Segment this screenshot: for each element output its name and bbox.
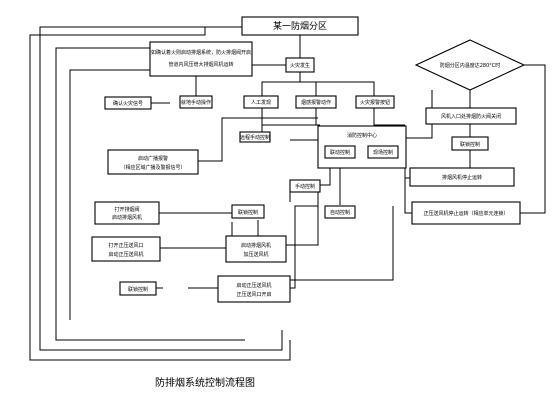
title-box-label: 某一防烟分区 (273, 20, 327, 32)
node-link-control-label: 联动控制 (330, 149, 350, 156)
node-fire-detect (285, 57, 315, 73)
node-auto-control-label: 自动控制 (330, 209, 350, 216)
node-local-manual-label: 就地手动操作 (181, 99, 211, 106)
node-fan-stop-ctrl-label: 联锁控制 (460, 141, 480, 148)
title-box (241, 16, 359, 36)
node-smoke-detector-label: 烟感报警动作 (301, 99, 331, 106)
node-fire-button-label: 火灾报警按钮 (360, 99, 390, 106)
node-zone-broadcast-sub: （相应区域广播及警报信号） (120, 164, 185, 171)
node-fire-detect-label: 火灾发生 (290, 62, 310, 69)
node-confirm-signal (104, 96, 152, 110)
node-fire-button (355, 95, 395, 109)
node-inlet-valve-label: 风机入口处排烟防火阀关闭 (441, 113, 501, 120)
node-pos-fan-label: 正压送风机停止运转（相应单元连锁） (423, 210, 508, 217)
node-start-supply-sub: 正压送风口开启 (236, 291, 271, 298)
node-start-supply (217, 275, 291, 303)
node-fan-stop-ctrl (451, 136, 489, 151)
connector-lines (29, 26, 546, 361)
node-start-exhaust-label: 启动排烟风机 (241, 242, 271, 249)
node-smoke-detector (295, 95, 337, 109)
node-manual-control (289, 179, 321, 193)
node-zone-broadcast (107, 149, 199, 175)
node-start-exhaust (225, 235, 287, 263)
node-inlet-valve (425, 107, 517, 125)
node-top-instr-label: 如确认着火则启动排烟系统，防火排烟阀开启 (151, 49, 251, 56)
node-temp-280 (414, 39, 526, 91)
node-open-smoke-valve-sub: 启动排烟风机 (112, 214, 142, 221)
node-temp-280-label: 防烟分区内温度达280°C时 (440, 62, 501, 69)
node-start-exhaust-sub: 加压送风机 (243, 251, 268, 258)
node-link-control-2 (119, 281, 157, 296)
node-fan-stop-label: 排烟风机停止运转 (442, 174, 482, 181)
node-open-pos-valve-sub: 启动正压送风机 (108, 251, 143, 258)
node-open-pos-valve-label: 打开正压送风口 (108, 242, 143, 249)
diagram-caption: 防排烟系统控制流程图 (155, 376, 255, 389)
node-manual-control-label: 手动控制 (295, 183, 315, 190)
node-pos-fan (411, 201, 521, 225)
node-link-control-2-label: 联锁控制 (128, 286, 148, 293)
node-site-control-label: 现场控制 (373, 149, 393, 156)
node-link-control-3 (231, 204, 265, 219)
node-fan-stop (409, 167, 515, 187)
node-open-smoke-valve (94, 201, 160, 225)
node-linkage-alarm-label: 远程手动控制 (240, 134, 270, 141)
node-open-pos-valve (91, 236, 161, 262)
node-manual-alarm-label: 人工发现 (251, 99, 271, 106)
node-boxes: 某一防烟分区 火灾发生 人工发现 烟感报警动作 火灾报警按钮 就地手动操作 消防… (91, 16, 526, 303)
node-local-manual (179, 95, 213, 109)
node-link-control (324, 145, 356, 159)
node-site-control (367, 145, 399, 159)
node-link-control-3-label: 联锁控制 (238, 209, 258, 216)
node-start-supply-label: 启动正压送风机 (236, 282, 271, 289)
node-manual-alarm (243, 95, 279, 109)
node-confirm-signal-label: 确认火灾信号 (113, 100, 143, 107)
node-open-smoke-valve-label: 打开排烟阀 (114, 206, 139, 213)
node-top-instr (149, 41, 253, 77)
node-auto-control (324, 205, 356, 219)
node-zone-broadcast-label: 启动广播报警 (138, 155, 168, 162)
node-pipe-pressure-label: 管道内风压增大排烟风机运转 (168, 61, 233, 68)
node-fire-center-label: 消防控制中心 (347, 132, 377, 139)
node-linkage-alarm (239, 131, 271, 143)
